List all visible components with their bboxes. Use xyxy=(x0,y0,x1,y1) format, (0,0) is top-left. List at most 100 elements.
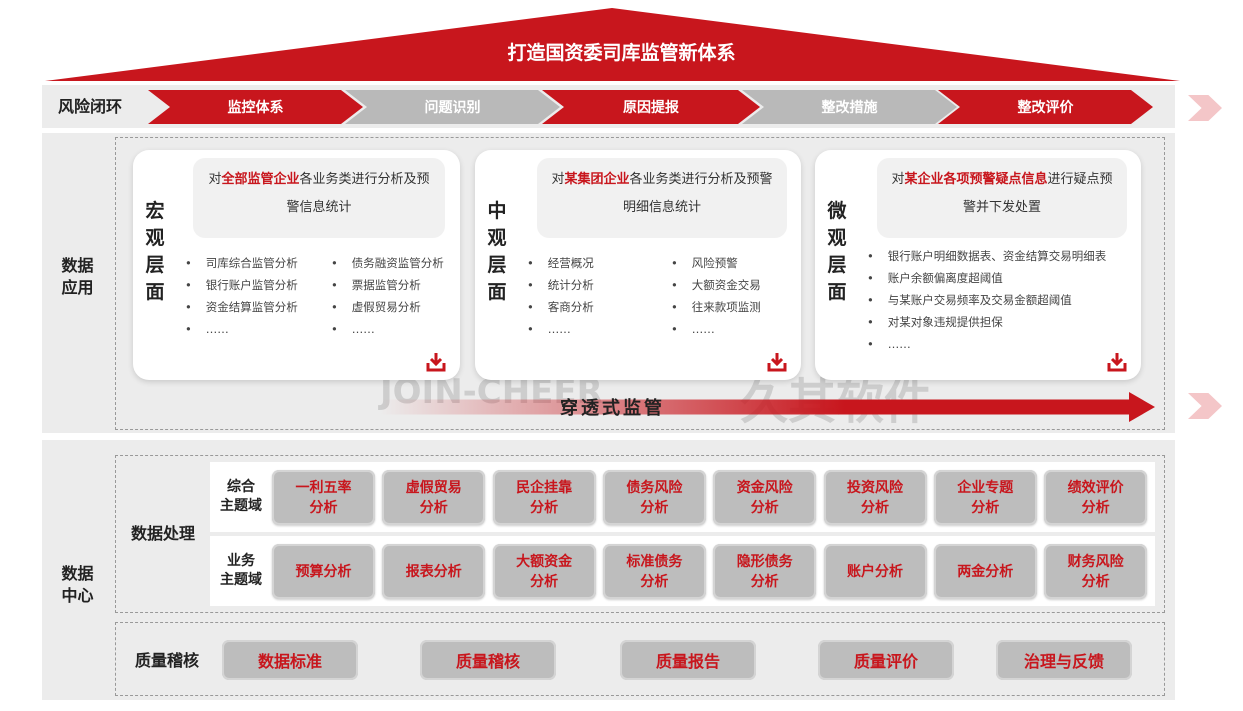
desc-highlight: 某集团企业 xyxy=(564,172,630,187)
topic-button-text: 报表分析 xyxy=(406,562,462,582)
list-item: 客商分析 xyxy=(527,296,594,318)
list-item: 统计分析 xyxy=(527,274,594,296)
download-icon[interactable] xyxy=(767,352,787,372)
risk-step-4[interactable]: 整改措施 xyxy=(742,90,957,124)
list-item: …… xyxy=(671,318,761,340)
topic-button[interactable]: 虚假贸易分析 xyxy=(382,470,486,525)
topic-button[interactable]: 报表分析 xyxy=(382,544,486,599)
topic-button[interactable]: 债务风险分析 xyxy=(602,470,706,525)
quality-button[interactable]: 治理与反馈 xyxy=(996,640,1132,680)
quality-button[interactable]: 质量报告 xyxy=(620,640,756,680)
download-icon[interactable] xyxy=(426,352,446,372)
topic-button-text: 虚假贸易分析 xyxy=(406,478,462,518)
label-line: 民企挂靠 xyxy=(516,479,573,496)
label-line: 分析 xyxy=(861,499,889,516)
bullet-list: 经营概况统计分析客商分析…… xyxy=(527,252,594,340)
quality-button[interactable]: 质量评价 xyxy=(818,640,954,680)
quality-button[interactable]: 质量稽核 xyxy=(420,640,556,680)
label-line: 综合 xyxy=(227,479,255,495)
list-item: …… xyxy=(867,333,1106,355)
risk-step-3[interactable]: 原因提报 xyxy=(542,90,760,124)
desc-suffix: 各业务类进行分析及预警明细信息统计 xyxy=(622,172,773,215)
label-line: 分析 xyxy=(419,499,448,516)
bullet-list: 司库综合监管分析银行账户监管分析资金结算监管分析…… xyxy=(185,252,298,340)
page-title: 打造国资委司库监管新体系 xyxy=(507,42,736,64)
list-item: …… xyxy=(185,318,298,340)
topic-button-text: 一利五率分析 xyxy=(296,478,352,518)
topic-button[interactable]: 企业专题分析 xyxy=(933,470,1037,525)
topic-button-text: 大额资金分析 xyxy=(516,552,572,592)
bullet-list: 债务融资监管分析票据监管分析虚假贸易分析…… xyxy=(331,252,444,340)
bullet-list: 银行账户明细数据表、资金结算交易明细表账户余额偏离度超阈值与某账户交易频率及交易… xyxy=(867,245,1107,355)
desc-prefix: 对 xyxy=(551,172,565,187)
desc-suffix: 各业务类进行分析及预警信息统计 xyxy=(286,172,430,215)
risk-step-5[interactable]: 整改评价 xyxy=(938,90,1153,124)
list-item: 对某对象违规提供担保 xyxy=(867,311,1106,333)
risk-step-2[interactable]: 问题识别 xyxy=(345,90,560,124)
label-line: 分析 xyxy=(1081,499,1110,516)
label-line: 绩效评价 xyxy=(1067,479,1124,496)
topic-button[interactable]: 财务风险分析 xyxy=(1044,544,1148,599)
topic-button[interactable]: 资金风险分析 xyxy=(713,470,817,525)
data-processing-box xyxy=(115,455,1165,613)
list-item: 风险预警 xyxy=(671,252,761,274)
topic-button[interactable]: 投资风险分析 xyxy=(823,470,927,525)
label-line: 分析 xyxy=(1081,573,1110,590)
list-item: 银行账户监管分析 xyxy=(185,274,298,296)
label-line: 分析 xyxy=(530,573,559,590)
label-line: 应用 xyxy=(61,278,94,297)
label-line: 资金风险 xyxy=(736,479,793,496)
topic-button[interactable]: 大额资金分析 xyxy=(492,544,596,599)
label-line: 隐形债务 xyxy=(736,553,793,570)
label-line: 账户分析 xyxy=(847,563,903,580)
label-line: 分析 xyxy=(640,499,669,516)
list-item: 票据监管分析 xyxy=(331,274,444,296)
topic-button[interactable]: 账户分析 xyxy=(823,544,927,599)
data-app-box xyxy=(115,137,1165,430)
risk-step-1[interactable]: 监控体系 xyxy=(148,90,363,124)
label-line: 分析 xyxy=(750,499,779,516)
topic-button[interactable]: 预算分析 xyxy=(272,544,375,599)
quality-button[interactable]: 数据标准 xyxy=(222,640,358,680)
topic-button[interactable]: 民企挂靠分析 xyxy=(492,470,596,525)
topic-button-text: 两金分析 xyxy=(957,562,1013,582)
topic-button[interactable]: 一利五率分析 xyxy=(272,470,375,525)
label-line: 报表分析 xyxy=(405,563,462,580)
desc-prefix: 对 xyxy=(208,172,222,187)
bullet-list: 风险预警大额资金交易往来款项监测…… xyxy=(671,252,761,340)
list-item: 司库综合监管分析 xyxy=(185,252,298,274)
topic-button[interactable]: 标准债务分析 xyxy=(602,544,706,599)
topic-button[interactable]: 绩效评价分析 xyxy=(1044,470,1148,525)
quality-label: 质量稽核 xyxy=(134,651,199,670)
chevron-right-icon xyxy=(1188,95,1222,121)
label-line: 数据 xyxy=(61,256,94,275)
download-icon[interactable] xyxy=(1107,352,1127,372)
label-line: 分析 xyxy=(750,573,779,590)
desc-suffix: 进行疑点预警并下发处置 xyxy=(962,172,1113,215)
topic-button-text: 资金风险分析 xyxy=(737,478,793,518)
label-line: 财务风险 xyxy=(1067,553,1124,570)
label-line: 分析 xyxy=(971,499,1000,516)
label-line: 主题域 xyxy=(220,572,262,588)
label-line: 分析 xyxy=(530,499,559,516)
topic-button-text: 投资风险分析 xyxy=(847,478,903,518)
card-description: 对某集团企业各业务类进行分析及预警明细信息统计 xyxy=(537,158,787,238)
label-line: 数据 xyxy=(61,564,94,583)
topic-button-text: 预算分析 xyxy=(296,562,352,582)
data-processing-label: 数据处理 xyxy=(130,524,195,543)
level-card: 中观层面对某集团企业各业务类进行分析及预警明细信息统计经营概况统计分析客商分析…… xyxy=(475,150,801,380)
label-line: 债务风险 xyxy=(626,479,683,496)
risk-loop-label: 风险闭环 xyxy=(57,97,122,116)
topic-button-text: 绩效评价分析 xyxy=(1068,478,1124,518)
topic-button[interactable]: 两金分析 xyxy=(933,544,1037,599)
level-card: 宏观层面对全部监管企业各业务类进行分析及预警信息统计司库综合监管分析银行账户监管… xyxy=(133,150,460,380)
topic-button[interactable]: 隐形债务分析 xyxy=(713,544,817,599)
topic-button-text: 标准债务分析 xyxy=(626,552,682,592)
topic-button-text: 账户分析 xyxy=(847,562,903,582)
quality-box xyxy=(115,622,1165,696)
desc-highlight: 全部监管企业 xyxy=(221,172,300,187)
list-item: 账户余额偏离度超阈值 xyxy=(867,267,1106,289)
label-line: 中心 xyxy=(61,586,94,605)
label-line: 企业专题 xyxy=(957,479,1014,496)
label-line: 虚假贸易 xyxy=(405,479,462,496)
